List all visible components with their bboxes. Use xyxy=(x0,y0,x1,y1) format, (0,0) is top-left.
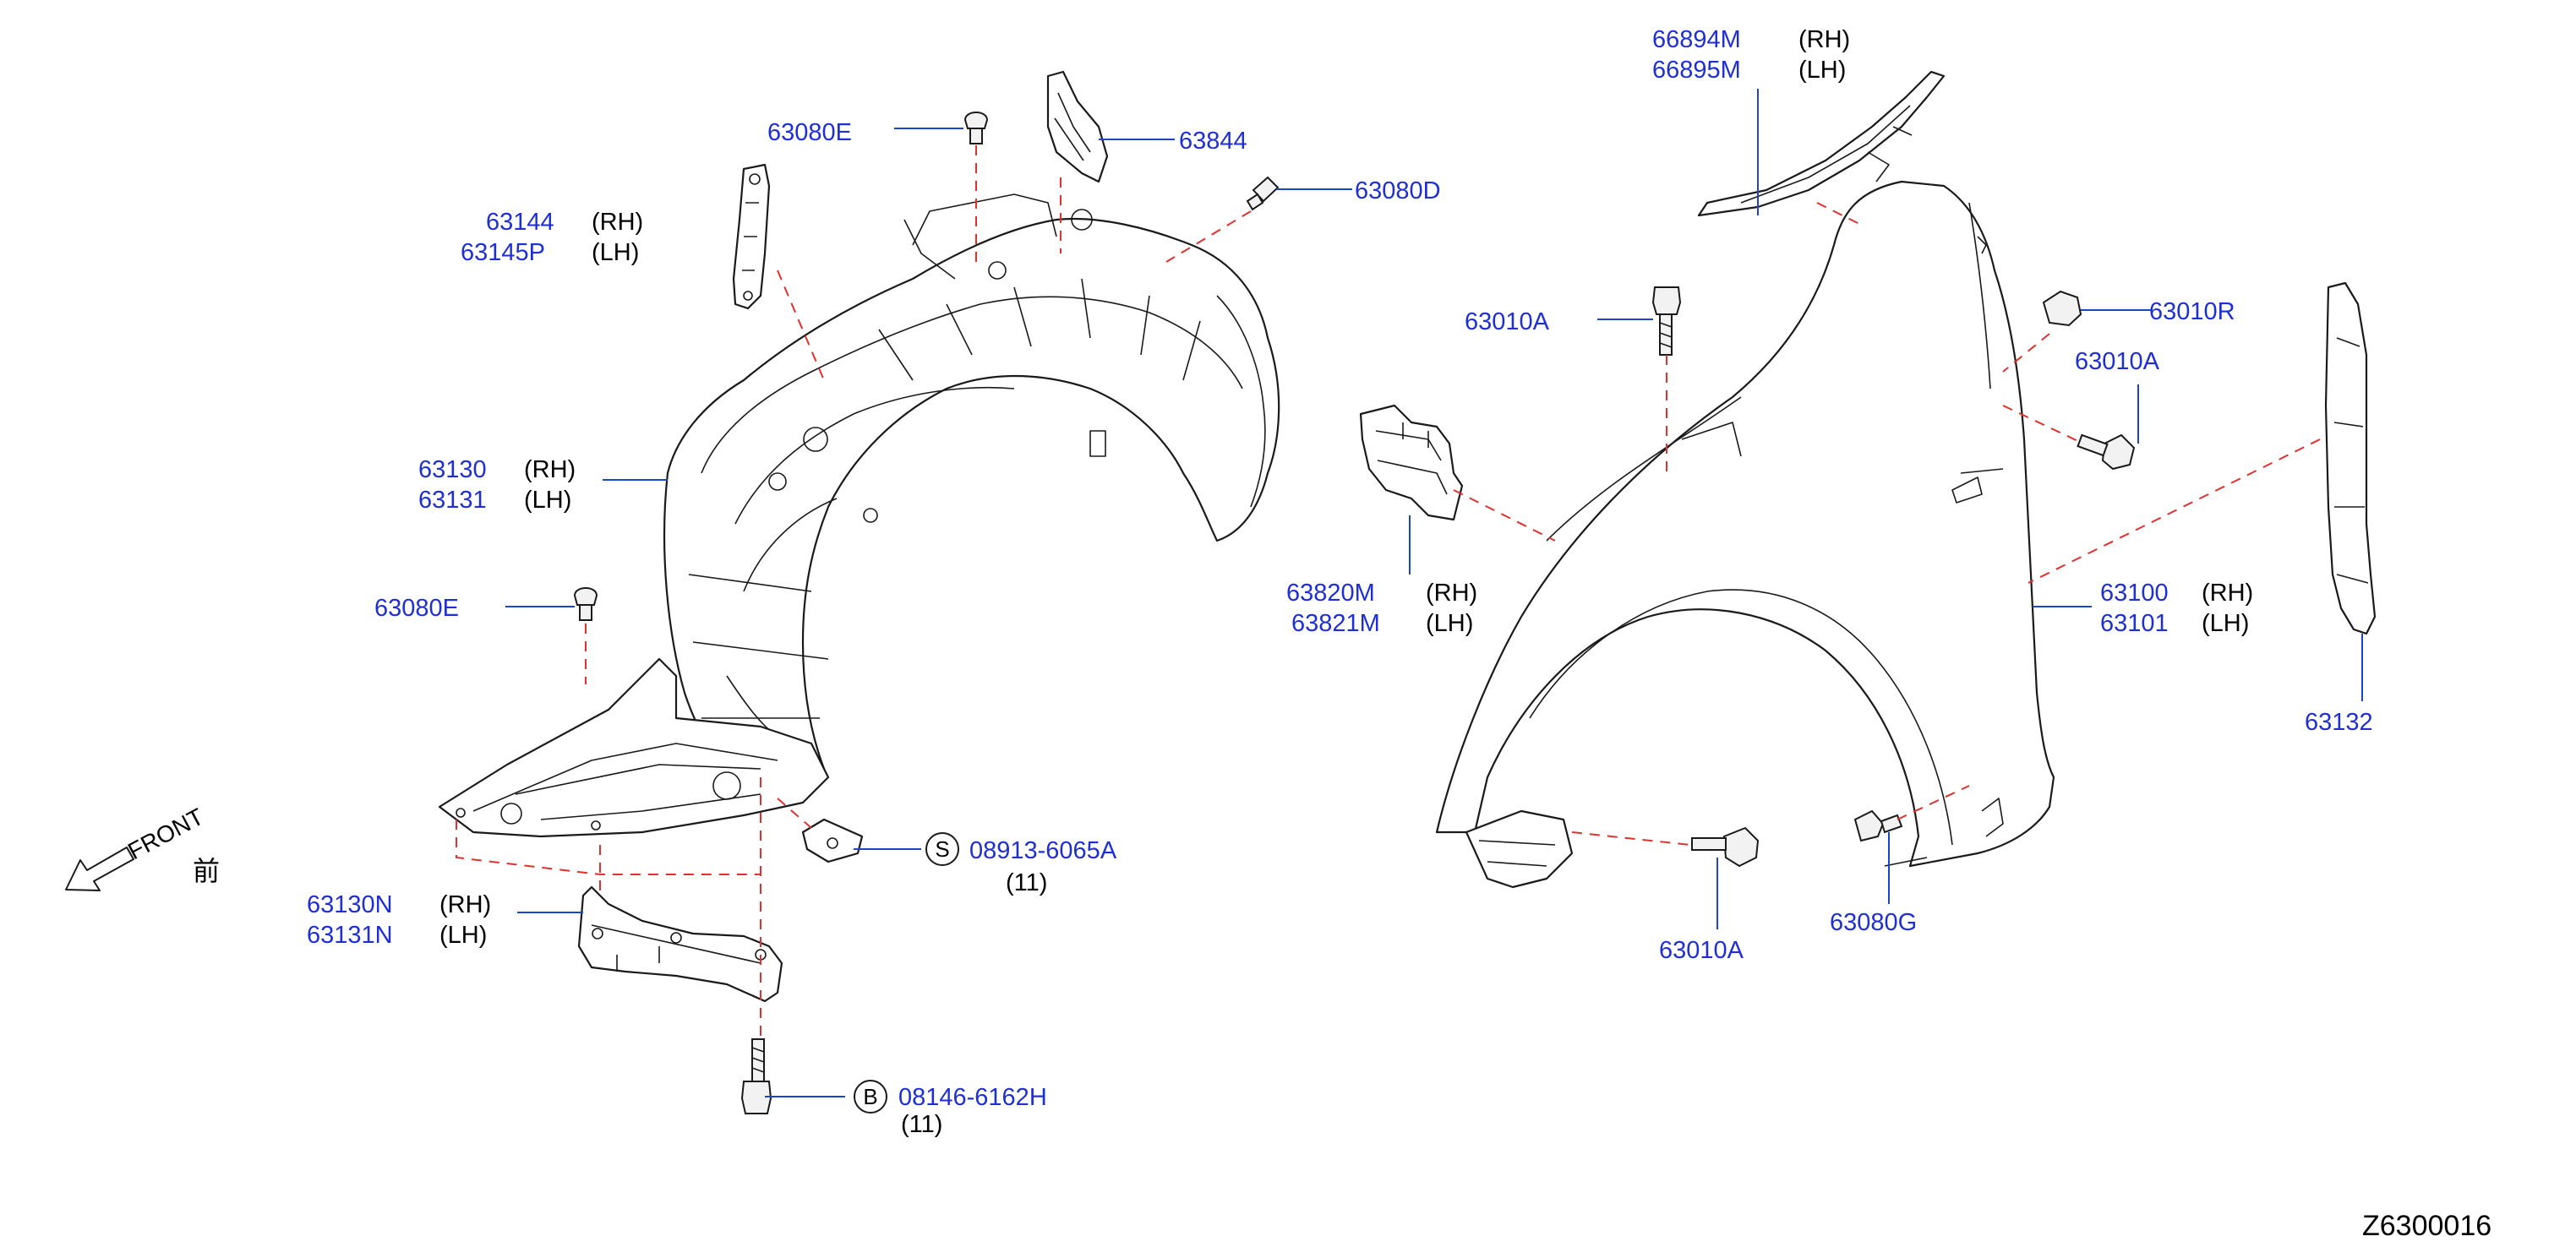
part-number-63080D: 63080D xyxy=(1355,177,1441,204)
part-number-63144: 63144 xyxy=(486,209,554,236)
callout-63010A-top: 63010A xyxy=(1465,308,1550,335)
part-number-63010A-right: 63010A xyxy=(2075,348,2160,375)
leader-lines xyxy=(505,89,2363,1097)
callout-63844: 63844 xyxy=(1179,128,1247,155)
callout-63080D: 63080D xyxy=(1355,177,1441,204)
side-63130: (RH) xyxy=(524,456,576,483)
clip-63080D xyxy=(1246,176,1280,211)
side-66894M: (RH) xyxy=(1798,26,1850,53)
bracket-63144 xyxy=(732,163,771,310)
part-number-66894M: 66894M xyxy=(1652,26,1741,53)
part-number-63131: 63131 xyxy=(418,487,487,514)
callout-63130N: 63130N (RH) 63131N (LH) xyxy=(307,891,491,949)
part-number-63132: 63132 xyxy=(2305,709,2373,736)
callout-63080G: 63080G xyxy=(1830,909,1917,936)
nut-63010R xyxy=(2042,290,2082,327)
part-number-63130: 63130 xyxy=(418,456,487,483)
callout-63010A-bottom: 63010A xyxy=(1659,937,1744,964)
splash-shield xyxy=(438,657,830,838)
callout-63010R: 63010R xyxy=(2149,298,2235,325)
side-63130N: (RH) xyxy=(439,891,491,918)
part-number-63100: 63100 xyxy=(2100,580,2169,607)
callout-63100: 63100 (RH) 63101 (LH) xyxy=(2100,580,2253,637)
front-arrow-icon xyxy=(65,847,134,891)
bracket-63820M xyxy=(1359,404,1464,521)
part-number-63080G: 63080G xyxy=(1830,909,1917,936)
callout-63130: 63130 (RH) 63131 (LH) xyxy=(418,456,576,514)
front-kanji: 前 xyxy=(193,856,220,886)
part-number-63821M: 63821M xyxy=(1291,610,1380,637)
side-63821M: (LH) xyxy=(1426,610,1473,637)
seal-63132 xyxy=(2324,281,2377,635)
side-63100: (RH) xyxy=(2202,580,2253,607)
part-number-63010A-top: 63010A xyxy=(1465,308,1550,335)
bolt-63010A-bottom xyxy=(1691,826,1760,868)
part-number-63145P: 63145P xyxy=(461,239,545,266)
part-number-63080E-mid: 63080E xyxy=(374,595,459,622)
part-number-63130N: 63130N xyxy=(307,891,393,918)
part-number-63101: 63101 xyxy=(2100,610,2169,637)
side-63144: (RH) xyxy=(592,209,643,236)
symbol-B: B xyxy=(863,1084,877,1109)
bolt-63010A-right xyxy=(2077,433,2136,471)
part-number-63820M: 63820M xyxy=(1286,580,1375,607)
part-number-08913-6065A: 08913-6065A xyxy=(969,837,1117,864)
front-indicator: FRONT 前 xyxy=(65,803,220,891)
part-number-08146-6162H: 08146-6162H xyxy=(898,1084,1047,1111)
callout-08913: S 08913-6065A (11) xyxy=(925,832,1117,896)
callout-66894M: 66894M (RH) 66895M (LH) xyxy=(1652,26,1850,84)
part-number-63080E-top: 63080E xyxy=(767,119,852,146)
dashed-guides xyxy=(456,145,2321,1039)
symbol-S: S xyxy=(935,836,949,862)
callout-63080E-top: 63080E xyxy=(767,119,852,146)
qty-08913: (11) xyxy=(1006,869,1047,896)
callout-08146: B 08146-6162H (11) xyxy=(854,1080,1047,1138)
part-number-63131N: 63131N xyxy=(307,922,393,949)
callout-63010A-right: 63010A xyxy=(2075,348,2160,375)
side-63820M: (RH) xyxy=(1426,580,1477,607)
part-number-63010A-bottom: 63010A xyxy=(1659,937,1744,964)
part-number-63010R: 63010R xyxy=(2149,298,2235,325)
clip-63080G xyxy=(1853,809,1903,842)
callout-63820M: 63820M (RH) 63821M (LH) xyxy=(1286,580,1477,637)
side-63101: (LH) xyxy=(2202,610,2249,637)
bracket-63130N xyxy=(577,885,783,1003)
nut-08913 xyxy=(801,818,864,863)
bracket-63844 xyxy=(1046,70,1109,183)
fender-liner-63130 xyxy=(663,193,1280,792)
callout-63132: 63132 xyxy=(2305,709,2373,736)
moulding-66894M xyxy=(1697,70,1946,217)
side-63131N: (LH) xyxy=(439,922,487,949)
clip-63080E-mid xyxy=(573,587,598,621)
part-number-63844: 63844 xyxy=(1179,128,1247,155)
side-63145P: (LH) xyxy=(592,239,639,266)
bolt-63010A-top xyxy=(1651,286,1682,356)
callout-63144: 63144 (RH) 63145P (LH) xyxy=(461,209,643,266)
side-66895M: (LH) xyxy=(1798,57,1846,84)
side-63131: (LH) xyxy=(524,487,571,514)
fender-63100 xyxy=(1435,180,2055,889)
qty-08146: (11) xyxy=(901,1111,942,1138)
diagram-id: Z6300016 xyxy=(2362,1210,2491,1242)
callout-63080E-mid: 63080E xyxy=(374,595,459,622)
clip-63080E-top xyxy=(963,112,989,144)
part-number-66895M: 66895M xyxy=(1652,57,1741,84)
bolt-08146 xyxy=(740,1038,772,1114)
